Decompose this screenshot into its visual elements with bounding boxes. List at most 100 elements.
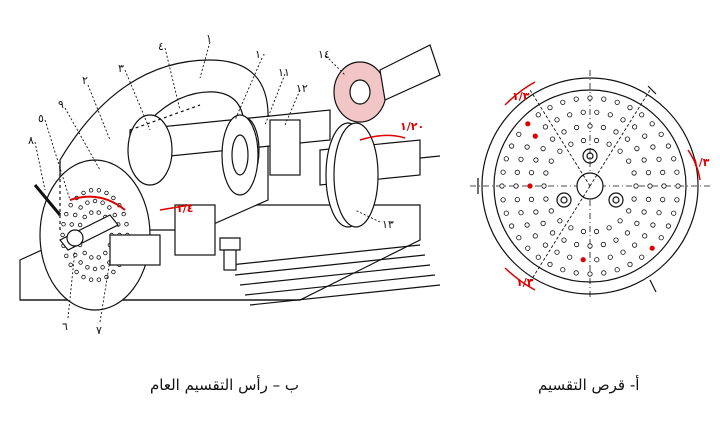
- index-hole: [614, 267, 620, 273]
- red-arc-top-left: [504, 81, 536, 106]
- index-hole: [121, 211, 126, 217]
- label-13: ١٣: [382, 218, 394, 231]
- label-3: ٣: [118, 62, 124, 75]
- index-hole: [650, 144, 656, 150]
- index-hole: [561, 129, 567, 135]
- index-hole: [96, 255, 101, 260]
- label-8: ٨: [28, 134, 34, 147]
- label-12: ١٢: [296, 82, 308, 95]
- label-11: ١١: [278, 66, 290, 79]
- index-hole: [85, 265, 90, 270]
- index-hole: [548, 208, 554, 214]
- index-hole: [516, 131, 522, 137]
- index-hole: [549, 136, 556, 142]
- index-hole: [656, 210, 662, 216]
- index-hole: [658, 235, 664, 241]
- index-hole: [104, 190, 109, 196]
- index-hole: [528, 170, 535, 176]
- part-labels: ١ ٢ ٣ ٤ ٥ ٦ ٧ ٨ ٩ ١٠ ١١ ١٢ ١٣ ١٤: [28, 32, 394, 337]
- work-disc: [325, 122, 379, 228]
- index-hole: [631, 196, 637, 202]
- angle-label-head: ١/٤: [176, 202, 193, 215]
- index-hole: [533, 157, 539, 163]
- sector-lines: [529, 89, 651, 283]
- index-hole: [82, 214, 87, 220]
- label-5: ٥: [38, 112, 44, 125]
- angle-arc-head-right: [359, 134, 406, 141]
- index-hole: [624, 136, 631, 142]
- index-hole: [560, 267, 566, 273]
- index-hole: [620, 117, 626, 123]
- index-hole: [535, 112, 541, 118]
- index-hole: [593, 228, 600, 235]
- index-hole: [500, 197, 506, 203]
- index-hole: [587, 271, 593, 277]
- index-hole: [557, 218, 563, 224]
- index-hole: [82, 250, 87, 256]
- index-plate-drawing: [470, 70, 710, 300]
- angle-label-disc-top-left: ١/٣: [512, 90, 530, 103]
- caption-index-plate: أ- قرص التقسيم: [538, 376, 640, 394]
- index-hole: [554, 117, 560, 123]
- index-hole: [548, 158, 554, 164]
- label-1: ١: [206, 32, 212, 45]
- index-hole: [88, 277, 94, 282]
- hidden-lines: [59, 104, 201, 230]
- index-hole: [607, 112, 613, 118]
- locking-bolt: [219, 237, 241, 271]
- index-hole: [69, 222, 74, 227]
- marked-hole: [649, 245, 655, 251]
- index-hole: [624, 230, 631, 236]
- index-hole: [77, 222, 83, 228]
- index-hole: [64, 253, 69, 259]
- index-hole: [78, 205, 83, 210]
- index-hole: [671, 156, 677, 162]
- index-hole: [626, 158, 632, 164]
- label-4: ٤: [158, 40, 164, 53]
- cutter-gear: [333, 44, 441, 123]
- index-hole: [88, 188, 94, 193]
- index-hole: [561, 237, 567, 243]
- hole-circles: [499, 95, 681, 277]
- index-hole: [642, 133, 648, 139]
- angle-label-head-right: ١/٢٠: [400, 120, 424, 133]
- index-hole: [543, 170, 549, 176]
- angle-labels: ١/٤ ١/٢٠ ١/٣ ١/٣ ١/٣: [176, 90, 710, 289]
- index-hole: [89, 255, 94, 260]
- index-hole: [600, 124, 607, 131]
- index-hole: [631, 242, 638, 248]
- index-hole: [645, 196, 652, 202]
- mounting-holes: [556, 148, 624, 208]
- index-hole: [74, 269, 79, 275]
- index-hole: [573, 241, 580, 248]
- index-hole: [508, 143, 515, 149]
- index-hole: [112, 212, 117, 218]
- index-hole: [540, 220, 546, 226]
- index-hole: [500, 169, 506, 175]
- marked-hole: [527, 183, 533, 189]
- index-hole: [665, 223, 672, 229]
- index-hole: [72, 252, 78, 258]
- index-hole: [72, 212, 78, 218]
- dividing-head-drawing: [19, 41, 441, 323]
- index-hole: [580, 137, 587, 144]
- angle-label-disc-right: ١/٣: [692, 156, 710, 169]
- index-hole: [580, 109, 586, 115]
- index-hole: [600, 241, 607, 248]
- index-hole: [626, 208, 632, 214]
- index-hole: [674, 197, 680, 203]
- index-hole: [641, 157, 647, 163]
- index-hole: [503, 156, 509, 162]
- index-hole: [617, 148, 623, 154]
- index-hole: [568, 141, 574, 147]
- index-hole: [633, 183, 639, 189]
- index-hole: [518, 210, 524, 216]
- angle-label-disc-bottom-left: ١/٣: [516, 276, 534, 289]
- index-hole: [124, 221, 129, 227]
- index-hole: [541, 183, 547, 189]
- marked-hole: [532, 133, 538, 139]
- index-hole: [573, 270, 579, 276]
- index-hole: [594, 257, 600, 263]
- worm-wheel: [127, 114, 173, 186]
